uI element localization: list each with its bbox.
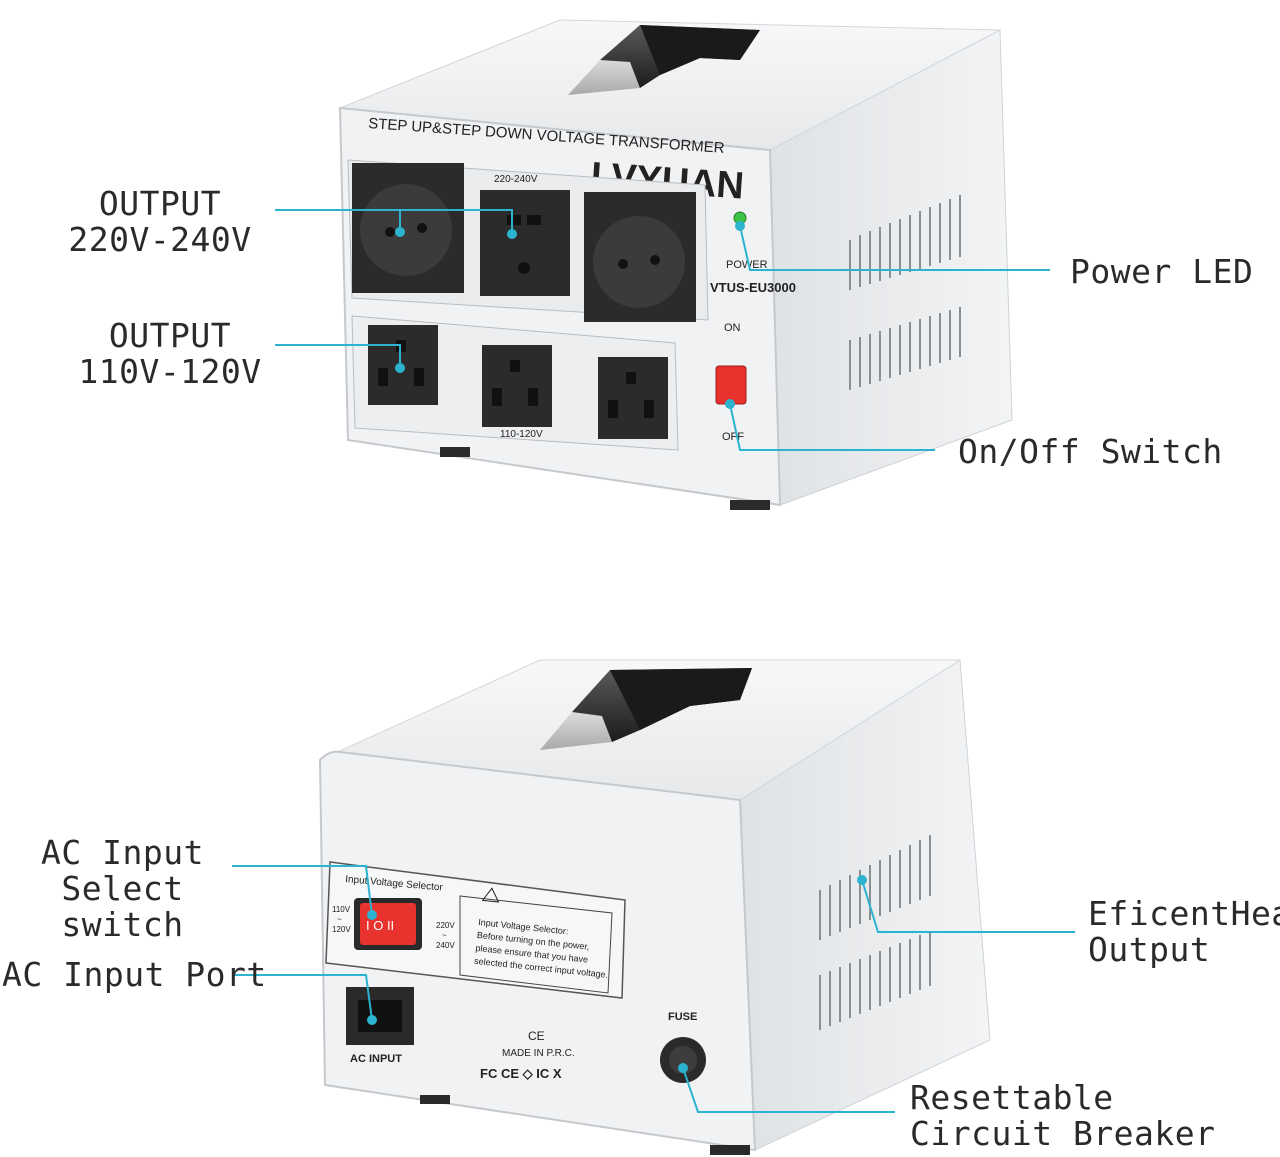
callout-circuit-breaker: Resettable Circuit Breaker xyxy=(910,1080,1216,1152)
ac-input-label: AC INPUT xyxy=(350,1053,402,1065)
selector-220-tilde: ~ xyxy=(442,931,447,940)
callout-output-110: OUTPUT 110V-120V xyxy=(70,318,270,390)
side-vent-slots xyxy=(849,195,961,390)
group-220-label: 220-240V xyxy=(494,174,538,185)
selector-110-label: 110V xyxy=(332,905,351,914)
callout-heat-output-line1: EficentHeat xyxy=(1088,894,1280,933)
carry-handle xyxy=(540,668,752,750)
leader-lines xyxy=(232,209,1075,1113)
on-label: ON xyxy=(724,322,741,334)
callout-ac-input-select-line2: Select switch xyxy=(61,869,184,944)
switch-glyph: I O II xyxy=(366,918,394,933)
rear-unit: Input Voltage Selector 110V ~ 120V I O I… xyxy=(318,659,991,1155)
power-label: POWER xyxy=(726,259,768,271)
selector-240-label: 240V xyxy=(436,941,455,950)
callout-output-110-line2: 110V-120V xyxy=(78,352,262,391)
callout-power-led: Power LED xyxy=(1070,252,1254,291)
made-in-label: MADE IN P.R.C. xyxy=(502,1048,575,1059)
selector-120-label: 120V xyxy=(332,925,351,934)
selector-220-label: 220V xyxy=(436,921,455,930)
callout-heat-output: EficentHeat Output xyxy=(1088,896,1280,968)
ce-mark: CE xyxy=(528,1029,545,1043)
callout-breaker-line1: Resettable xyxy=(910,1078,1114,1117)
callout-heat-output-line2: Output xyxy=(1088,930,1211,969)
front-unit: STEP UP&STEP DOWN VOLTAGE TRANSFORMER LV… xyxy=(338,19,1013,510)
power-switch xyxy=(715,365,747,405)
callout-ac-input-select: AC Input Select switch xyxy=(0,835,245,943)
warning-icon xyxy=(481,887,500,903)
carry-handle xyxy=(568,25,760,95)
callout-output-220-line1: OUTPUT xyxy=(98,184,222,223)
callout-ac-input-select-line1: AC Input xyxy=(41,833,204,872)
callout-ac-input-port: AC Input Port xyxy=(2,955,267,994)
group-110-label: 110-120V xyxy=(500,429,543,440)
callout-breaker-line2: Circuit Breaker xyxy=(910,1114,1216,1153)
certification-marks: FC CE ◇ IC X xyxy=(480,1066,562,1081)
callout-output-110-line1: OUTPUT xyxy=(108,316,232,355)
selector-110-tilde: ~ xyxy=(337,915,342,924)
callout-output-220-line2: 220V-240V xyxy=(68,220,252,259)
model-label: VTUS-EU3000 xyxy=(710,280,796,295)
rear-side-vents xyxy=(819,835,931,1030)
output-220-sockets xyxy=(352,163,696,322)
callout-output-220: OUTPUT 220V-240V xyxy=(60,186,260,258)
callout-on-off-switch: On/Off Switch xyxy=(958,432,1223,471)
off-label: OFF xyxy=(722,431,744,443)
fuse-label: FUSE xyxy=(668,1011,697,1023)
output-110-sockets xyxy=(368,325,668,439)
